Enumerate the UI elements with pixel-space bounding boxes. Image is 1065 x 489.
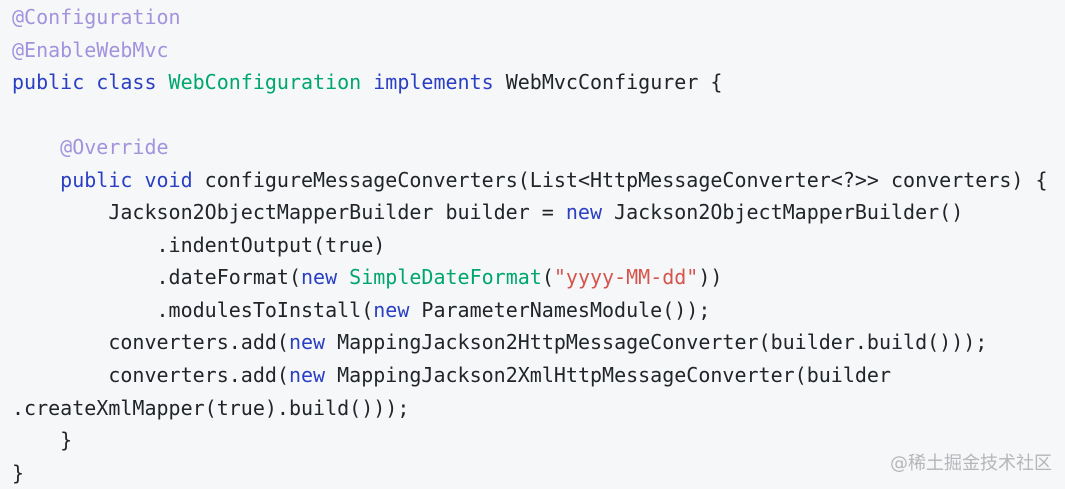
code-line: }	[12, 424, 1065, 457]
code-token-plain: configureMessageConverters(List<HttpMess…	[192, 167, 1048, 192]
code-token-plain: Jackson2ObjectMapperBuilder()	[602, 200, 964, 225]
code-line: @EnableWebMvc	[12, 34, 1065, 67]
code-token-plain: .modulesToInstall(	[12, 297, 374, 322]
code-token-plain: converters.add(	[12, 330, 289, 355]
code-token-plain	[12, 103, 24, 127]
code-token-plain	[361, 70, 373, 94]
code-token-plain: WebMvcConfigurer {	[493, 70, 723, 95]
code-line: @Configuration	[12, 1, 1065, 34]
code-token-kw: new	[373, 297, 410, 322]
code-token-kw: new	[300, 265, 338, 290]
code-line: public void configureMessageConverters(L…	[12, 164, 1065, 197]
code-line: converters.add(new MappingJackson2HttpMe…	[12, 326, 1065, 359]
code-token-plain: ParameterNamesModule());	[409, 297, 711, 322]
code-line: .indentOutput(true)	[12, 229, 1065, 262]
code-line: public class WebConfiguration implements…	[12, 66, 1065, 99]
code-token-plain	[12, 135, 60, 159]
code-line: @Override	[12, 131, 1065, 164]
code-line	[12, 99, 1065, 132]
code-token-plain: Jackson2ObjectMapperBuilder builder =	[12, 200, 566, 225]
code-token-plain	[12, 168, 60, 192]
code-line: Jackson2ObjectMapperBuilder builder = ne…	[12, 196, 1065, 229]
code-token-plain: .dateFormat(	[12, 265, 301, 290]
code-line: .modulesToInstall(new ParameterNamesModu…	[12, 294, 1065, 327]
code-token-kw: new	[565, 200, 603, 225]
code-token-plain: .createXmlMapper(true).build()));	[12, 395, 410, 420]
code-line: converters.add(new MappingJackson2XmlHtt…	[12, 359, 1065, 392]
code-line: }	[12, 457, 1065, 489]
code-token-kw: new	[288, 363, 326, 388]
code-token-cls: WebConfiguration	[168, 70, 362, 95]
code-token-plain: MappingJackson2HttpMessageConverter(buil…	[325, 330, 988, 355]
code-token-plain: (	[541, 265, 554, 290]
code-token-plain: MappingJackson2XmlHttpMessageConverter(b…	[325, 363, 892, 388]
code-token-plain: }	[12, 460, 25, 485]
code-line: .createXmlMapper(true).build()));	[12, 392, 1065, 425]
code-line: .dateFormat(new SimpleDateFormat("yyyy-M…	[12, 261, 1065, 294]
code-token-plain: }	[12, 428, 73, 453]
code-token-str: "yyyy-MM-dd"	[553, 265, 699, 290]
code-token-plain: .indentOutput(true)	[12, 232, 386, 257]
code-token-plain: ))	[698, 265, 723, 290]
code-token-annotation: @Configuration	[12, 5, 181, 29]
code-token-plain: converters.add(	[12, 363, 289, 388]
code-token-cls: SimpleDateFormat	[349, 265, 542, 290]
code-token-annotation: @Override	[60, 135, 169, 160]
code-token-kw: implements	[373, 70, 494, 95]
code-token-kw: public class	[12, 70, 169, 95]
code-token-plain	[337, 265, 349, 289]
code-token-annotation: @EnableWebMvc	[12, 37, 169, 62]
code-token-kw: public void	[60, 167, 193, 192]
code-token-kw: new	[288, 330, 326, 355]
